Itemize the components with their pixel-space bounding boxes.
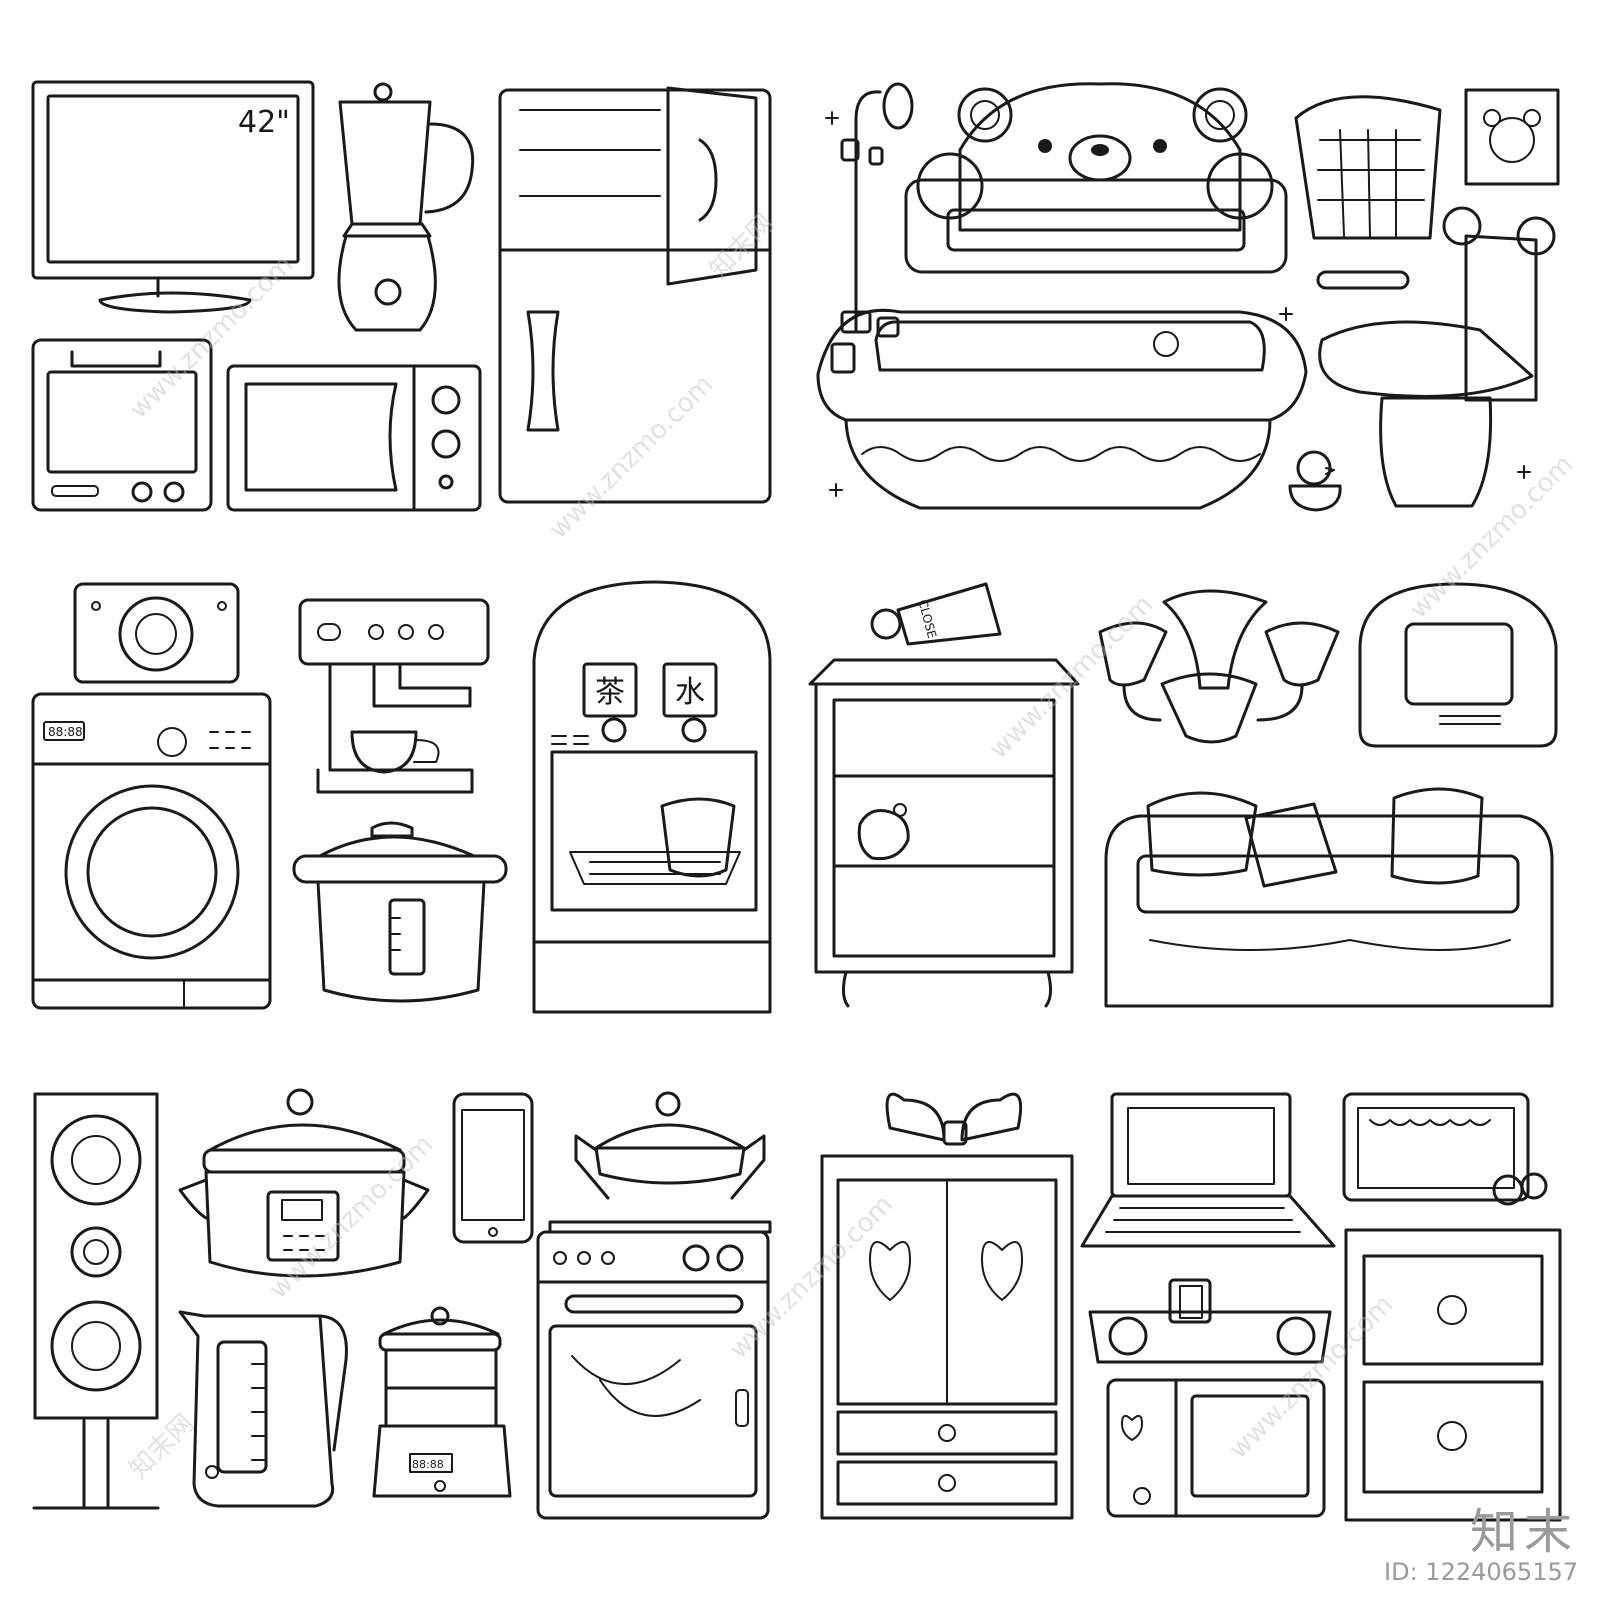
phone-icon <box>452 1092 534 1244</box>
watermark-text: www.znzmo.com <box>264 1130 439 1305</box>
shelf-icon <box>808 658 1080 1008</box>
tv-radio-icon <box>1358 582 1558 748</box>
wall-tv-icon <box>1342 1092 1548 1206</box>
watermark-logo: 知末 <box>1469 1504 1578 1560</box>
slow-cooker-icon <box>178 1088 430 1278</box>
water-dispenser-icon: 茶 水 <box>532 580 772 1014</box>
rubber-duck-icon <box>1288 450 1342 512</box>
tube-text: CLOSE <box>915 598 939 640</box>
dispenser-label-water: 水 <box>675 675 705 710</box>
sofa-icon <box>1104 787 1554 1008</box>
steamer-icon: 88:88 <box>372 1306 512 1498</box>
steamer-display: 88:88 <box>412 1458 444 1471</box>
watermark-cn: 知末网 <box>124 1409 200 1485</box>
chandelier-icon <box>1098 589 1340 744</box>
microwave-icon <box>226 364 482 512</box>
stove-icon <box>536 1220 772 1520</box>
bear-sofa-icon <box>904 82 1288 274</box>
image-id: ID: 1224065157 <box>1384 1558 1578 1586</box>
coffee-machine-icon <box>298 598 490 794</box>
pan-icon <box>574 1091 766 1200</box>
bear-toilet-icon <box>1316 206 1556 508</box>
camera-icon <box>73 582 240 684</box>
toaster-oven-icon <box>31 338 213 512</box>
cabinet-icon <box>1344 1228 1562 1522</box>
stereo-icon <box>1088 1278 1332 1364</box>
watermark-text: www.znzmo.com <box>1224 1290 1399 1465</box>
tv-icon: 42" <box>31 80 315 314</box>
bathtub-icon <box>816 308 1308 510</box>
bear-frame-icon <box>1464 88 1560 186</box>
kettle-icon <box>178 1310 348 1508</box>
washer-display: 88:88 <box>48 725 83 739</box>
pressure-cooker-icon <box>292 821 508 1003</box>
lotion-tube-icon: CLOSE <box>870 582 1002 646</box>
blender-icon <box>337 82 475 332</box>
laptop-icon <box>1080 1092 1336 1248</box>
speaker-icon <box>32 1092 160 1510</box>
washing-machine-icon: 88:88 <box>31 692 272 1010</box>
watermark-text: www.znzmo.com <box>1404 450 1579 625</box>
shower-head-icon <box>840 82 914 332</box>
dispenser-label-tea: 茶 <box>595 675 625 710</box>
microwave-small-icon <box>1106 1378 1326 1518</box>
laundry-basket-icon <box>1294 95 1442 240</box>
watermark-text: www.znzmo.com <box>544 370 719 545</box>
fridge-icon <box>498 86 772 504</box>
tv-size-label: 42" <box>238 105 290 140</box>
watermark-badge: 知末 ID: 1224065157 <box>1384 1506 1578 1586</box>
wardrobe-icon <box>820 1092 1074 1520</box>
sparkle-icon <box>825 111 1531 497</box>
